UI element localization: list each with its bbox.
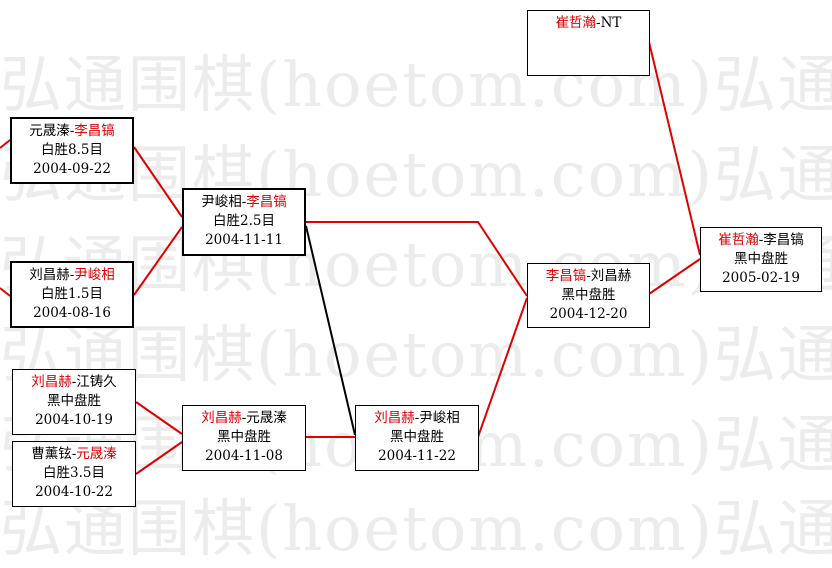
match-box-m1[interactable]: 元晟溱-李昌镐 白胜8.5目 2004-09-22 bbox=[10, 117, 134, 184]
match-result: 白胜2.5目 bbox=[213, 213, 275, 229]
match-result: 黑中盘胜 bbox=[561, 287, 616, 303]
match-result: 黑中盘胜 bbox=[734, 251, 788, 267]
match-players: 曹薰铉-元晟溱 bbox=[31, 446, 117, 462]
match-box-m5[interactable]: 尹峻相-李昌镐 白胜2.5目 2004-11-11 bbox=[182, 188, 306, 256]
match-box-m4[interactable]: 曹薰铉-元晟溱 白胜3.5目 2004-10-22 bbox=[12, 441, 136, 507]
match-players: 崔哲瀚-NT bbox=[555, 15, 622, 31]
match-result: 黑中盘胜 bbox=[47, 393, 101, 409]
lines-round1 bbox=[133, 146, 183, 475]
bracket-lines bbox=[0, 41, 701, 475]
watermark-row-4: 弘通围棋(hoetom.com)弘通围棋 bbox=[0, 318, 832, 391]
match-box-m6[interactable]: 刘昌赫-元晟溱 黑中盘胜 2004-11-08 bbox=[182, 405, 306, 471]
match-date: 2004-08-16 bbox=[33, 305, 111, 321]
match-box-m2[interactable]: 刘昌赫-尹峻相 白胜1.5目 2004-08-16 bbox=[10, 261, 134, 328]
match-players: 崔哲瀚-李昌镐 bbox=[718, 232, 804, 248]
match-date: 2004-10-22 bbox=[35, 484, 113, 500]
match-box-m10[interactable]: 崔哲瀚-李昌镐 黑中盘胜 2005-02-19 bbox=[700, 227, 822, 292]
match-date: 2004-11-22 bbox=[378, 448, 456, 464]
match-players: 尹峻相-李昌镐 bbox=[201, 194, 287, 210]
match-date: 2005-02-19 bbox=[722, 270, 800, 286]
match-date: 2004-11-11 bbox=[205, 232, 283, 248]
match-box-m8[interactable]: 李昌镐-刘昌赫 黑中盘胜 2004-12-20 bbox=[527, 263, 650, 328]
match-players: 李昌镐-刘昌赫 bbox=[545, 268, 632, 284]
lines-round2 bbox=[305, 221, 528, 438]
watermark-row-1: 弘通围棋(hoetom.com)弘通围棋 bbox=[0, 48, 832, 121]
match-result: 黑中盘胜 bbox=[390, 429, 444, 445]
watermark-row-2: 弘通围棋(hoetom.com)弘通围棋 bbox=[0, 138, 832, 211]
match-result: 白胜3.5目 bbox=[43, 465, 105, 481]
match-players: 刘昌赫-尹峻相 bbox=[374, 410, 460, 426]
match-box-m3[interactable]: 刘昌赫-江铸久 黑中盘胜 2004-10-19 bbox=[12, 369, 136, 435]
match-date: 2004-12-20 bbox=[549, 306, 628, 322]
match-players: 刘昌赫-元晟溱 bbox=[201, 410, 287, 426]
match-players: 元晟溱-李昌镐 bbox=[29, 123, 115, 139]
match-result: 白胜1.5目 bbox=[41, 286, 103, 302]
match-date: 2004-10-19 bbox=[35, 412, 113, 428]
line-edge-stubs bbox=[0, 139, 11, 297]
match-box-m9[interactable]: 崔哲瀚-NT bbox=[527, 10, 650, 76]
match-result: 黑中盘胜 bbox=[217, 429, 271, 445]
match-box-m7[interactable]: 刘昌赫-尹峻相 黑中盘胜 2004-11-22 bbox=[355, 405, 479, 471]
match-date: 2004-11-08 bbox=[205, 448, 283, 464]
match-players: 刘昌赫-江铸久 bbox=[31, 374, 117, 390]
match-players: 刘昌赫-尹峻相 bbox=[29, 267, 115, 283]
lines-round3 bbox=[648, 41, 701, 295]
match-result: 白胜8.5目 bbox=[41, 142, 103, 158]
match-date: 2004-09-22 bbox=[33, 161, 111, 177]
